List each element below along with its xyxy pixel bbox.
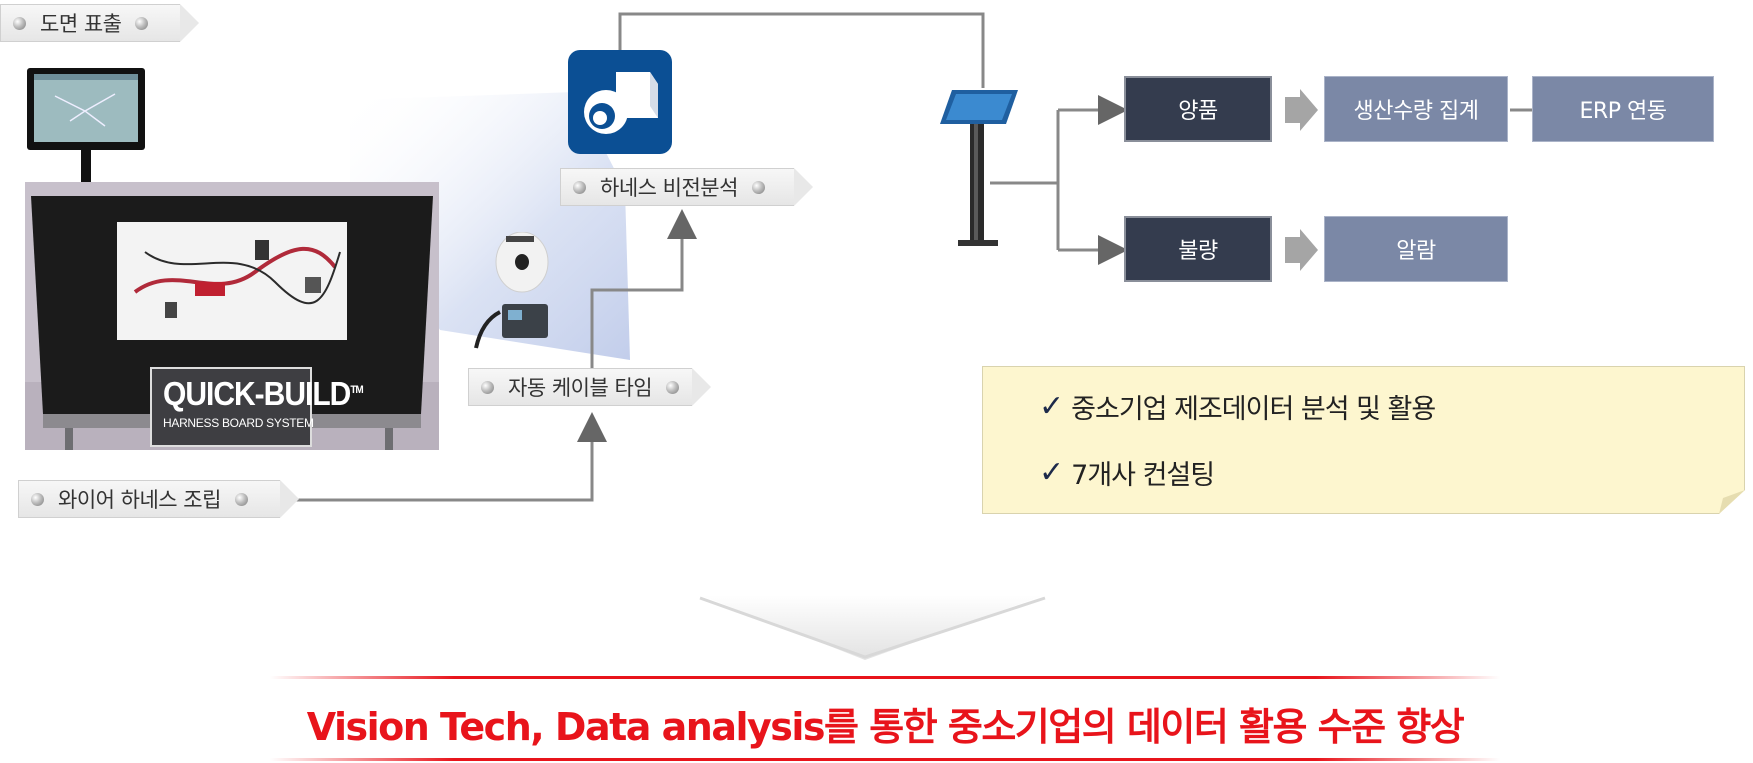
terminal-stand-icon bbox=[940, 90, 1018, 246]
harness-board-image bbox=[25, 182, 439, 450]
board-brand: QUICK-BUILDTM bbox=[163, 376, 364, 413]
board-subtitle: HARNESS BOARD SYSTEM bbox=[163, 416, 314, 430]
tag-auto-cable: 자동 케이블 타임 bbox=[468, 368, 711, 406]
box-alarm: 알람 bbox=[1324, 216, 1508, 282]
note-text: 중소기업 제조데이터 분석 및 활용 bbox=[1071, 394, 1436, 425]
monitor-icon bbox=[27, 68, 145, 182]
arrow-defect bbox=[1285, 229, 1318, 271]
bullet-icon bbox=[234, 492, 248, 506]
chevron-down bbox=[700, 595, 1045, 660]
tag-label: 도면 표출 bbox=[40, 12, 122, 36]
cable-machine-icon bbox=[474, 232, 549, 349]
bullet-icon bbox=[135, 16, 149, 30]
tag-label: 하네스 비전분석 bbox=[600, 176, 738, 200]
camera-icon bbox=[568, 50, 672, 154]
bullet-icon bbox=[666, 380, 680, 394]
box-good: 양품 bbox=[1124, 76, 1272, 142]
headline: Vision Tech, Data analysis를 통한 중소기업의 데이터… bbox=[270, 678, 1500, 763]
tag-drawing-output: 도면 표출 bbox=[0, 4, 199, 42]
note-text: 7개사 컨설팅 bbox=[1071, 460, 1215, 491]
tag-label: 와이어 하네스 조립 bbox=[58, 488, 221, 512]
bullet-icon bbox=[31, 492, 44, 506]
tag-label: 자동 케이블 타임 bbox=[508, 376, 653, 400]
note-item: ✓ 7개사 컨설팅 bbox=[1039, 453, 1215, 492]
tag-wire-harness: 와이어 하네스 조립 bbox=[18, 480, 299, 518]
box-erp: ERP 연동 bbox=[1532, 76, 1714, 142]
arrow-good bbox=[1285, 89, 1318, 131]
headline-text: Vision Tech, Data analysis를 통한 중소기업의 데이터… bbox=[306, 705, 1465, 749]
bullet-icon bbox=[573, 180, 586, 194]
bullet-icon bbox=[13, 16, 26, 30]
box-defect: 불량 bbox=[1124, 216, 1272, 282]
note-item: ✓ 중소기업 제조데이터 분석 및 활용 bbox=[1039, 387, 1436, 426]
check-icon: ✓ bbox=[1039, 389, 1064, 424]
box-production-total: 생산수량 집계 bbox=[1324, 76, 1508, 142]
tag-harness-vision: 하네스 비전분석 bbox=[560, 168, 813, 206]
bullet-icon bbox=[481, 380, 494, 394]
page-curl-icon bbox=[1719, 490, 1745, 514]
bullet-icon bbox=[751, 180, 765, 194]
note-panel: ✓ 중소기업 제조데이터 분석 및 활용 ✓ 7개사 컨설팅 bbox=[982, 366, 1745, 514]
check-icon: ✓ bbox=[1039, 455, 1064, 490]
